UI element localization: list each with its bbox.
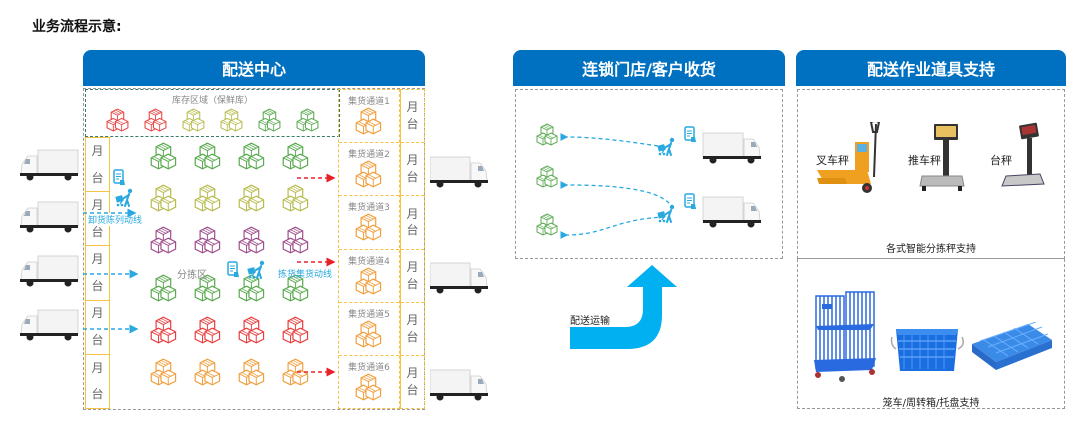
inbound-truck-icon [20, 148, 80, 182]
delivered-goods-icon [536, 213, 558, 236]
inbound-truck-icon [20, 254, 80, 288]
loading-dock: 月台 [86, 301, 109, 355]
collection-lane-label: 集货通道5 [348, 309, 390, 320]
collection-lane-label: 集货通道2 [348, 150, 390, 161]
loading-dock: 月台 [401, 250, 424, 303]
delivered-goods-icon [536, 165, 558, 188]
collection-lane: 集货通道6 [339, 356, 399, 408]
loading-dock: 月台 [401, 143, 424, 197]
delivery-truck-icon [702, 196, 762, 228]
loading-dock: 月台 [86, 138, 109, 193]
distribution-center-title: 配送中心 [221, 60, 286, 79]
collection-lanes: 集货通道1 集货通道2 集货通道3 集货通道4 集货通道5 集货通道6 [338, 89, 400, 409]
loading-dock: 月台 [401, 196, 424, 250]
turnover-box-icon [890, 329, 965, 371]
collection-lane-label: 集货通道6 [348, 362, 390, 373]
loading-dock: 月台 [406, 366, 419, 397]
roll-cage-icon [814, 291, 876, 382]
cart-scale-icon [919, 124, 965, 191]
loading-dock: 月台 [91, 360, 104, 402]
inbound-truck-icon [20, 200, 80, 234]
collection-lane-label: 集货通道4 [348, 256, 390, 267]
scale-label: 推车秤 [908, 154, 941, 167]
distribution-center-header: 配送中心 [83, 50, 425, 86]
containers-caption: 笼车/周转箱/托盘支持 [882, 398, 980, 409]
collection-lane: 集货通道2 [339, 143, 399, 197]
outbound-truck-icon [430, 262, 489, 294]
loading-dock: 月台 [86, 192, 109, 247]
platform-scale-icon [1001, 122, 1045, 187]
sorting-zone-label: 分拣区 [177, 270, 207, 281]
pallet-icon [972, 322, 1052, 370]
store-receiving-diagram [536, 123, 762, 239]
delivery-truck-icon [702, 132, 762, 164]
store-receiving-frame [515, 89, 783, 259]
outbound-truck-icon [430, 156, 489, 188]
collection-lane-label: 集货通道3 [348, 203, 390, 214]
page-title: 业务流程示意: [32, 19, 122, 35]
scale-label: 叉车秤 [816, 154, 849, 167]
store-receiving-header: 连锁门店/客户收货 [513, 50, 785, 86]
inbound-truck-icon [20, 308, 80, 342]
outbound-truck-icon [430, 369, 489, 401]
storage-zone-label: 库存区域（保鲜库） [171, 96, 253, 106]
loading-dock: 月台 [86, 246, 109, 301]
scales-caption: 各式智能分拣秤支持 [886, 244, 976, 255]
collection-lane: 集货通道4 [339, 250, 399, 303]
scales-section [797, 89, 1065, 259]
loading-dock: 月台 [401, 90, 424, 144]
transport-arrow-icon [570, 265, 677, 349]
left-docks-column: 月台月台月台月台月台 [85, 137, 110, 409]
delivered-goods-icon [536, 123, 558, 146]
collection-lane-label: 集货通道1 [348, 97, 390, 107]
collection-lane: 集货通道5 [339, 303, 399, 356]
scale-label: 台秤 [990, 154, 1012, 167]
collection-lane: 集货通道1 [339, 90, 399, 144]
containers-section [797, 259, 1065, 409]
transport-label: 配送运输 [570, 316, 610, 327]
tools-support-header: 配送作业道具支持 [796, 50, 1066, 86]
pallet-jack-scale-icon [817, 122, 881, 193]
storage-zone: 库存区域（保鲜库） [85, 89, 340, 137]
right-docks-column: 月台月台月台月台月台月台 [400, 89, 425, 409]
tools-support-title: 配送作业道具支持 [866, 60, 995, 79]
store-receiving-title: 连锁门店/客户收货 [582, 60, 716, 79]
collection-lane: 集货通道3 [339, 196, 399, 250]
pick-flow-label: 拣货集货动线 [278, 270, 333, 280]
loading-dock: 月台 [401, 303, 424, 356]
